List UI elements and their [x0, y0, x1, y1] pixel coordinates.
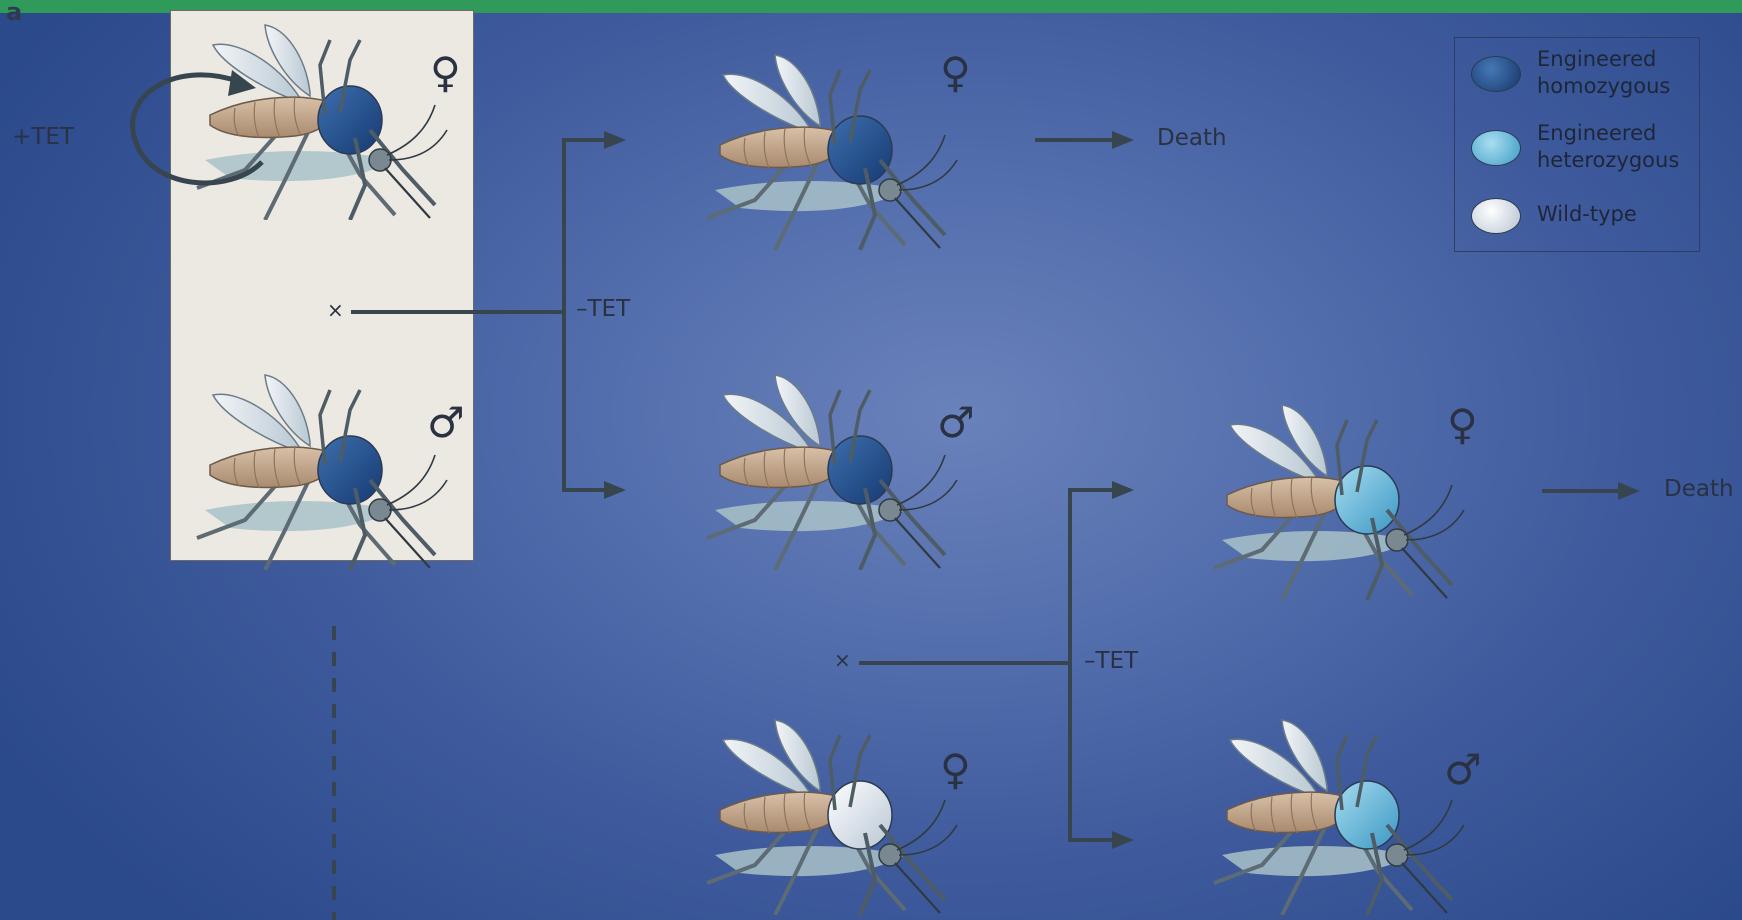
tet-condition-label: +TET — [12, 124, 74, 150]
parent-cross-condition: –TET — [576, 296, 630, 322]
legend: Engineered homozygous Engineered heteroz… — [1454, 37, 1700, 252]
parent-male-symbol: ♂ — [427, 398, 465, 447]
g2-male-symbol: ♂ — [1444, 745, 1482, 794]
g1-female-symbol: ♀ — [940, 48, 971, 97]
homozygous-swatch — [1471, 56, 1521, 92]
g1-cross-symbol: × — [834, 648, 851, 672]
g2-death-label: Death — [1664, 476, 1734, 502]
parent-cross-symbol: × — [327, 298, 344, 322]
legend-label: Wild-type — [1537, 201, 1697, 228]
g1-male-symbol: ♂ — [937, 398, 975, 447]
heterozygous-swatch — [1471, 130, 1521, 166]
wild-female-symbol: ♀ — [940, 745, 971, 794]
parent-female-symbol: ♀ — [430, 48, 461, 97]
g1-cross-condition: –TET — [1084, 648, 1138, 674]
legend-label: Engineered heterozygous — [1537, 120, 1697, 174]
wild-type-swatch — [1471, 198, 1521, 234]
g2-female-symbol: ♀ — [1447, 400, 1478, 449]
legend-label: Engineered homozygous — [1537, 46, 1697, 100]
g1-death-label: Death — [1157, 125, 1227, 151]
